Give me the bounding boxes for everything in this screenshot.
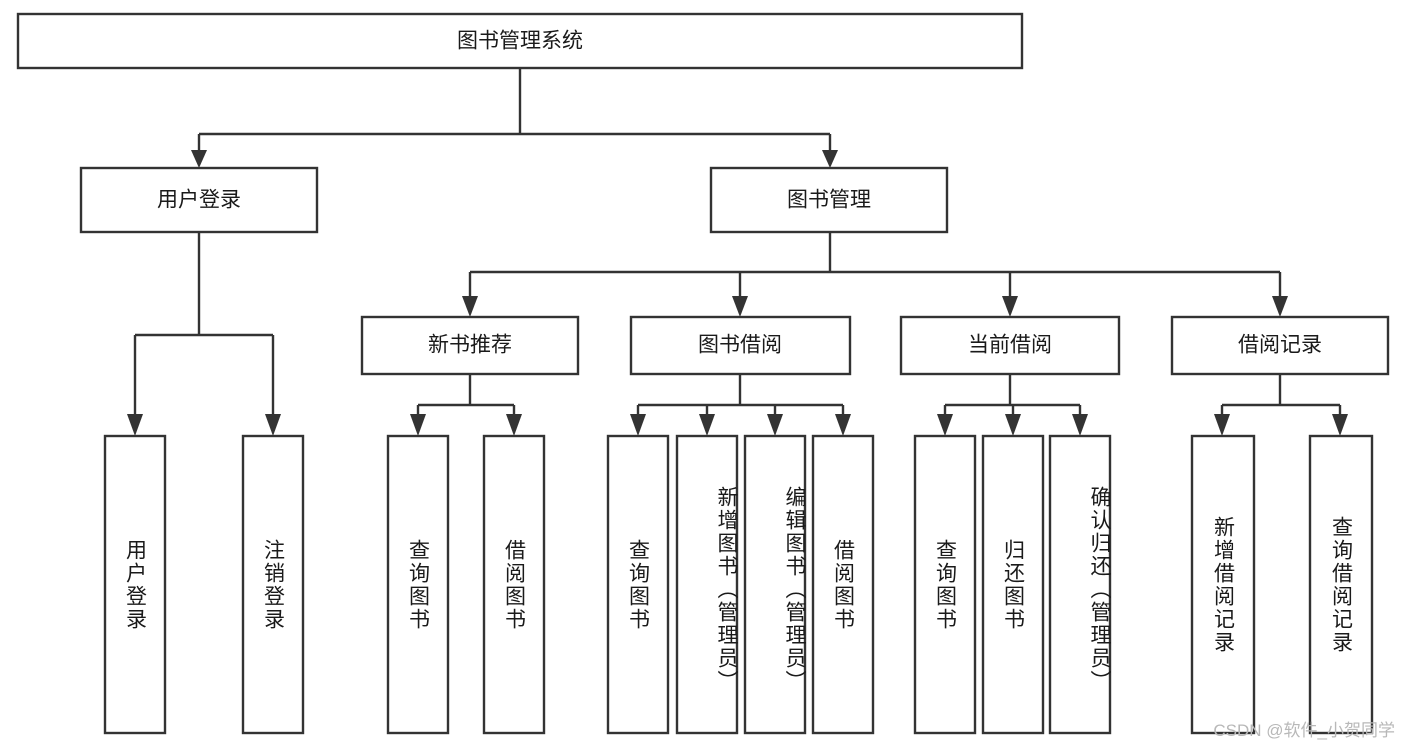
arrow-book-manage-to-recommend xyxy=(462,296,478,317)
arrow-user-login-to-leaf-1 xyxy=(127,414,143,436)
node-leaf-query-book-1[interactable] xyxy=(386,434,450,735)
node-borrow-record[interactable] xyxy=(1170,315,1390,376)
node-leaf-add-book[interactable] xyxy=(675,434,739,735)
node-leaf-query-book-3[interactable] xyxy=(913,434,977,735)
arrow-borrow-to-leaf-3 xyxy=(767,414,783,436)
node-leaf-query-book-2[interactable] xyxy=(606,434,670,735)
node-leaf-user-login[interactable] xyxy=(103,434,167,735)
watermark-text: CSDN @软件_小贺同学 xyxy=(1213,721,1395,740)
arrow-book-manage-to-current xyxy=(1002,296,1018,317)
arrow-record-to-leaf-2 xyxy=(1332,414,1348,436)
node-book-borrow-label: 图书借阅 xyxy=(698,334,782,357)
node-leaf-query-record[interactable] xyxy=(1308,434,1374,735)
arrow-recommend-to-leaf-2 xyxy=(506,414,522,436)
node-leaf-add-record[interactable] xyxy=(1190,434,1256,735)
arrow-borrow-to-leaf-2 xyxy=(699,414,715,436)
arrow-book-manage-to-borrow xyxy=(732,296,748,317)
arrow-record-to-leaf-1 xyxy=(1214,414,1230,436)
node-leaf-edit-book[interactable] xyxy=(743,434,807,735)
arrow-borrow-to-leaf-4 xyxy=(835,414,851,436)
node-root-label: 图书管理系统 xyxy=(457,30,583,53)
arrow-book-manage-to-record xyxy=(1272,296,1288,317)
node-current-borrow-label: 当前借阅 xyxy=(968,334,1052,357)
node-book-manage-label: 图书管理 xyxy=(787,189,871,212)
node-root[interactable] xyxy=(16,12,1024,70)
node-new-book-recommend-label: 新书推荐 xyxy=(428,334,512,357)
arrow-root-to-book-manage xyxy=(822,150,838,168)
node-book-borrow[interactable] xyxy=(629,315,852,376)
node-user-login[interactable] xyxy=(79,166,319,234)
arrow-current-to-leaf-3 xyxy=(1072,414,1088,436)
node-layer: 图书管理系统 用户登录 图书管理 新书推荐 图书借阅 当前借阅 借阅记录 xyxy=(16,12,1390,735)
arrow-borrow-to-leaf-1 xyxy=(630,414,646,436)
node-leaf-borrow-book-1[interactable] xyxy=(482,434,546,735)
node-current-borrow[interactable] xyxy=(899,315,1121,376)
arrow-recommend-to-leaf-1 xyxy=(410,414,426,436)
node-leaf-borrow-book-2[interactable] xyxy=(811,434,875,735)
arrow-current-to-leaf-1 xyxy=(937,414,953,436)
edge-layer xyxy=(127,68,1348,436)
arrow-user-login-to-leaf-2 xyxy=(265,414,281,436)
node-book-manage[interactable] xyxy=(709,166,949,234)
node-leaf-return-book[interactable] xyxy=(981,434,1045,735)
node-leaf-confirm-return[interactable] xyxy=(1048,434,1112,735)
node-leaf-user-logout[interactable] xyxy=(241,434,305,735)
arrow-root-to-user-login xyxy=(191,150,207,168)
node-borrow-record-label: 借阅记录 xyxy=(1238,334,1322,357)
node-new-book-recommend[interactable] xyxy=(360,315,580,376)
arrow-current-to-leaf-2 xyxy=(1005,414,1021,436)
node-user-login-label: 用户登录 xyxy=(157,189,241,212)
